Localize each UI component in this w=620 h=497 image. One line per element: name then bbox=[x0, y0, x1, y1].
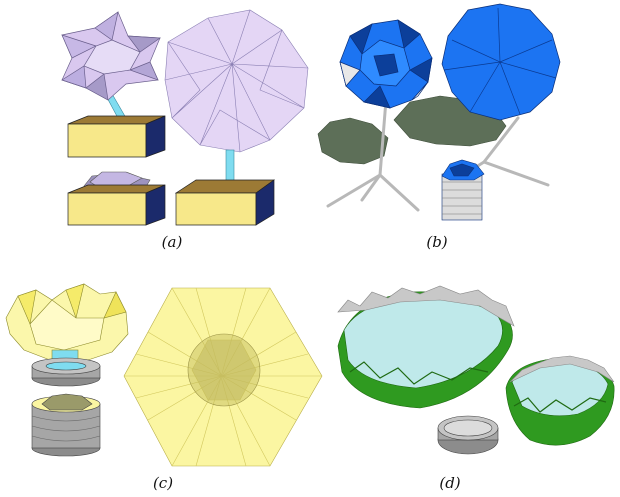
stacked-rings-c bbox=[31, 393, 101, 457]
caption-b: (b) bbox=[426, 233, 448, 251]
gray-ring-c1 bbox=[31, 357, 101, 387]
blue-crease-b bbox=[441, 3, 561, 121]
twisted-tower-b bbox=[441, 159, 485, 221]
hex-crease-c bbox=[123, 287, 323, 467]
stem-a2 bbox=[225, 149, 235, 183]
panel-d bbox=[337, 285, 615, 455]
gray-tray-d bbox=[437, 415, 499, 455]
panel-a bbox=[61, 9, 309, 226]
panel-b bbox=[317, 3, 561, 221]
panel-c bbox=[5, 283, 323, 467]
crease-pattern-a bbox=[164, 9, 309, 153]
leaf-b1 bbox=[317, 117, 389, 165]
caption-a: (a) bbox=[161, 233, 183, 251]
box-a3 bbox=[174, 179, 276, 226]
box-a1 bbox=[67, 115, 166, 158]
folded-flower-a bbox=[61, 11, 162, 101]
box-a2 bbox=[67, 184, 166, 226]
large-bowl-d bbox=[337, 285, 515, 409]
caption-c: (c) bbox=[152, 474, 174, 492]
caption-d: (d) bbox=[439, 474, 461, 492]
small-bowl-d bbox=[505, 355, 615, 446]
stems-b bbox=[326, 98, 550, 212]
yellow-bowl-c bbox=[5, 283, 129, 363]
blue-rose-b bbox=[339, 19, 433, 109]
